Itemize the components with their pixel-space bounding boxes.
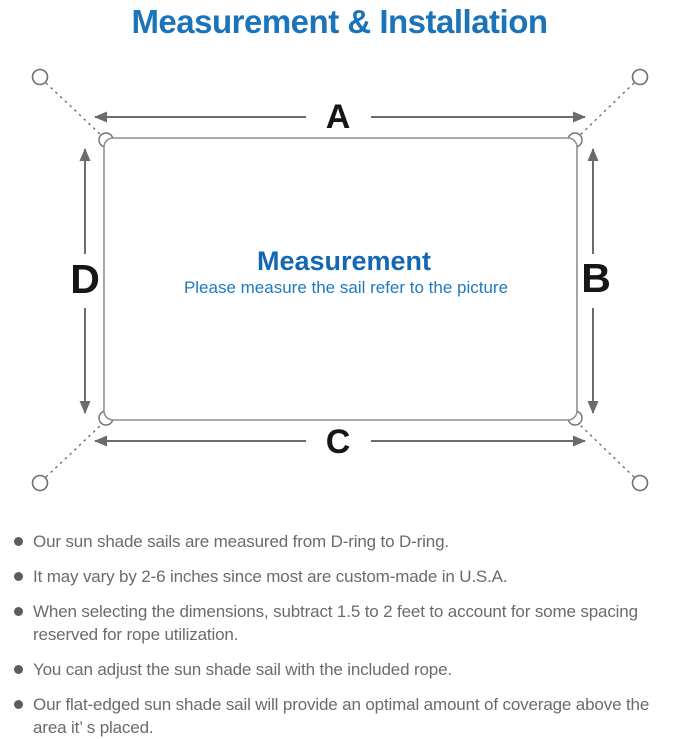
- dimension-label-b: B: [581, 255, 611, 301]
- note-text: You can adjust the sun shade sail with t…: [33, 660, 452, 679]
- note-item: Our sun shade sails are measured from D-…: [10, 530, 667, 553]
- note-item: Our flat-edged sun shade sail will provi…: [10, 693, 667, 739]
- note-text: Our flat-edged sun shade sail will provi…: [33, 695, 650, 737]
- sail-rectangle: [103, 137, 578, 421]
- dimension-label-a: A: [326, 98, 351, 136]
- dimension-label-d: D: [70, 256, 100, 302]
- rope-dashed-line-top-left: [45, 82, 102, 136]
- note-text: Our sun shade sails are measured from D-…: [33, 532, 449, 551]
- note-item: When selecting the dimensions, subtract …: [10, 600, 667, 646]
- bullet-dot-icon: [14, 572, 23, 581]
- bullet-dot-icon: [14, 665, 23, 674]
- anchor-ring-bottom-right: [631, 474, 649, 492]
- rope-dashed-line-bottom-right: [579, 424, 635, 478]
- anchor-ring-top-left: [31, 68, 49, 86]
- measurement-diagram: A C D B Measurement Please measure the s…: [31, 68, 649, 492]
- notes-list: Our sun shade sails are measured from D-…: [0, 530, 679, 739]
- note-item: It may vary by 2-6 inches since most are…: [10, 565, 667, 588]
- note-text: When selecting the dimensions, subtract …: [33, 602, 638, 644]
- bullet-dot-icon: [14, 607, 23, 616]
- diagram-center-subtitle: Please measure the sail refer to the pic…: [184, 278, 508, 297]
- rope-dashed-line-bottom-left: [45, 424, 102, 478]
- rope-dashed-line-top-right: [579, 82, 635, 136]
- note-item: You can adjust the sun shade sail with t…: [10, 658, 667, 681]
- note-text: It may vary by 2-6 inches since most are…: [33, 567, 508, 586]
- page-title: Measurement & Installation: [131, 3, 548, 40]
- anchor-ring-top-right: [631, 68, 649, 86]
- dimension-label-c: C: [326, 423, 351, 461]
- anchor-ring-bottom-left: [31, 474, 49, 492]
- bullet-dot-icon: [14, 700, 23, 709]
- bullet-dot-icon: [14, 537, 23, 546]
- diagram-center-title: Measurement: [257, 246, 431, 276]
